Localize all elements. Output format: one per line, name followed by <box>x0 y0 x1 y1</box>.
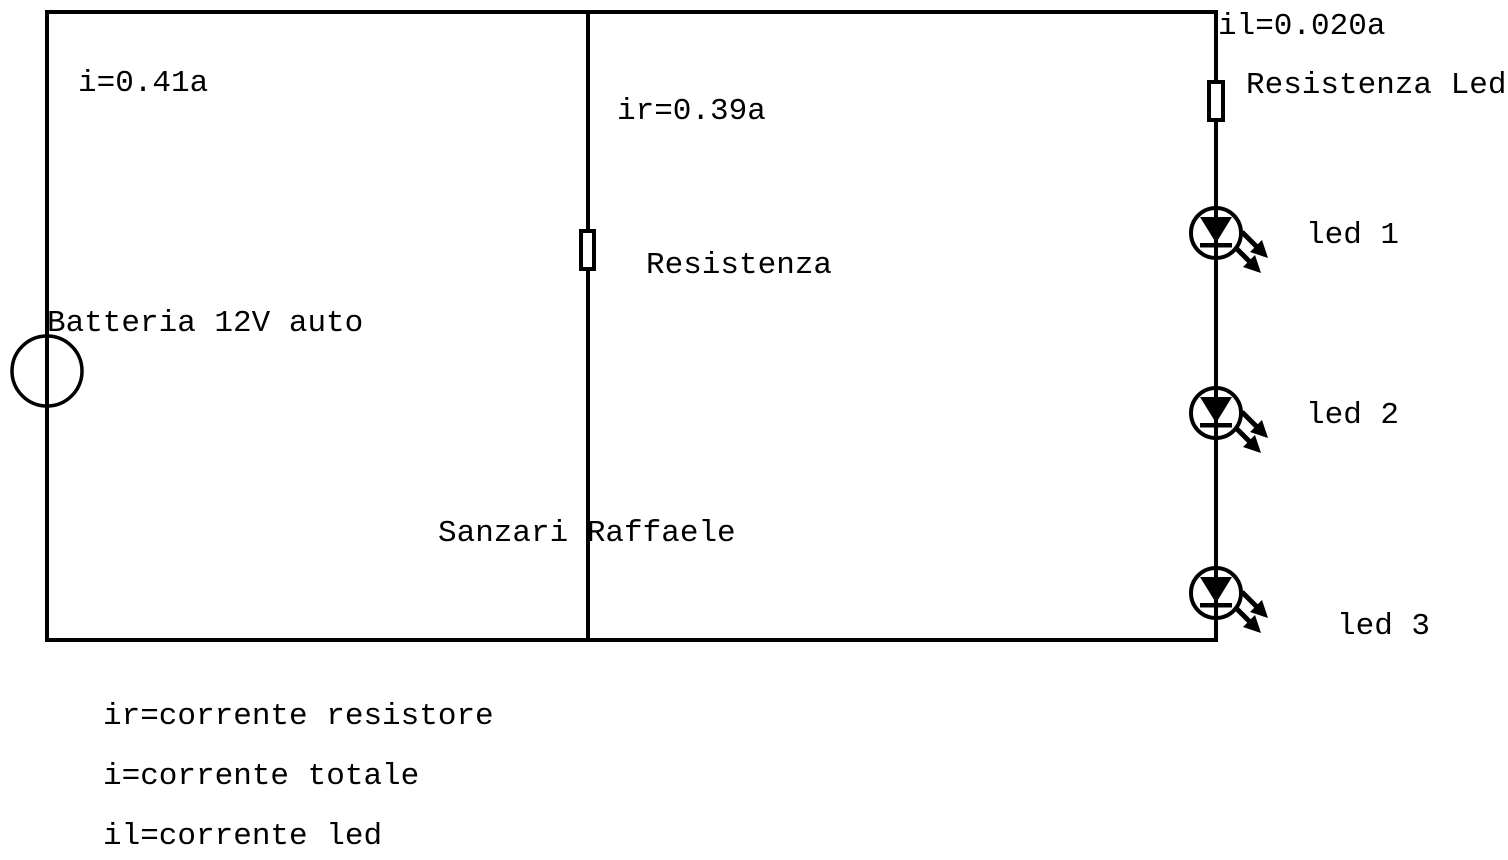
led-symbol-3 <box>1191 568 1265 630</box>
label-resistor-main: Resistenza <box>646 248 833 283</box>
legend-line-i: i=corrente totale <box>103 759 420 794</box>
label-current-resistor: ir=0.39a <box>617 94 766 129</box>
legend-line-ir: ir=corrente resistore <box>103 699 494 734</box>
label-current-led: il=0.020a <box>1218 9 1386 44</box>
circuit-loop-wire <box>45 10 1218 642</box>
led-symbol-1 <box>1191 208 1265 270</box>
legend-line-il: il=corrente led <box>103 819 383 854</box>
battery-symbol <box>10 334 84 408</box>
led-resistor-symbol <box>1207 80 1225 122</box>
label-author: Sanzari Raffaele <box>438 516 736 551</box>
label-led-1: led 1 <box>1306 218 1400 253</box>
label-led-3: led 3 <box>1337 609 1431 644</box>
main-resistor-symbol <box>579 229 596 271</box>
label-current-total: i=0.41a <box>78 66 209 101</box>
label-led-2: led 2 <box>1306 398 1400 433</box>
label-resistor-led: Resistenza Led <box>1246 68 1507 103</box>
led-symbol-2 <box>1191 388 1265 450</box>
label-battery: Batteria 12V auto <box>47 306 364 341</box>
